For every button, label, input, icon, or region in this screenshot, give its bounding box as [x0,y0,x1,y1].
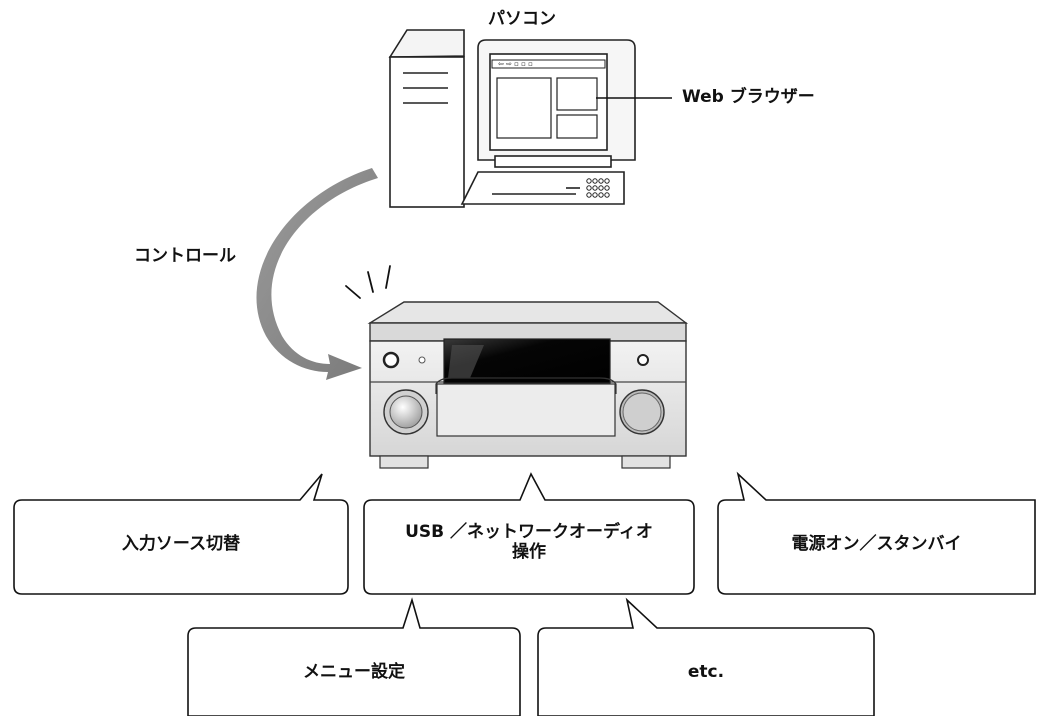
callout-menu-text: メニュー設定 [303,662,405,682]
av-receiver-icon [367,301,689,469]
control-arrow-icon [256,168,378,380]
callout-usb-network-text: USB ／ネットワークオーディオ 操作 [364,522,694,563]
svg-text:⇦ ⇨ ▫ ▫ ▫: ⇦ ⇨ ▫ ▫ ▫ [498,60,533,68]
monitor-icon: ⇦ ⇨ ▫ ▫ ▫ [477,39,636,168]
pc-tower-icon [388,29,465,208]
callout-menu [187,597,521,716]
callout-power-text: 電源オン／スタンバイ [791,534,962,554]
signal-marks-icon [345,265,391,299]
control-label: コントロール [134,246,236,266]
callout-power [717,471,1036,595]
callout-usb-network-line1: USB ／ネットワークオーディオ [405,522,653,542]
callout-etc [537,597,875,716]
callout-usb-network-line2: 操作 [512,542,546,563]
callout-etc-text: etc. [687,662,725,682]
callout-input-switch [13,473,349,595]
pc-label: パソコン [488,9,556,29]
callout-usb-network [363,472,695,595]
browser-label: Web ブラウザー [682,87,815,107]
keyboard-icon [460,171,625,205]
callout-input-switch-text: 入力ソース切替 [121,534,241,554]
